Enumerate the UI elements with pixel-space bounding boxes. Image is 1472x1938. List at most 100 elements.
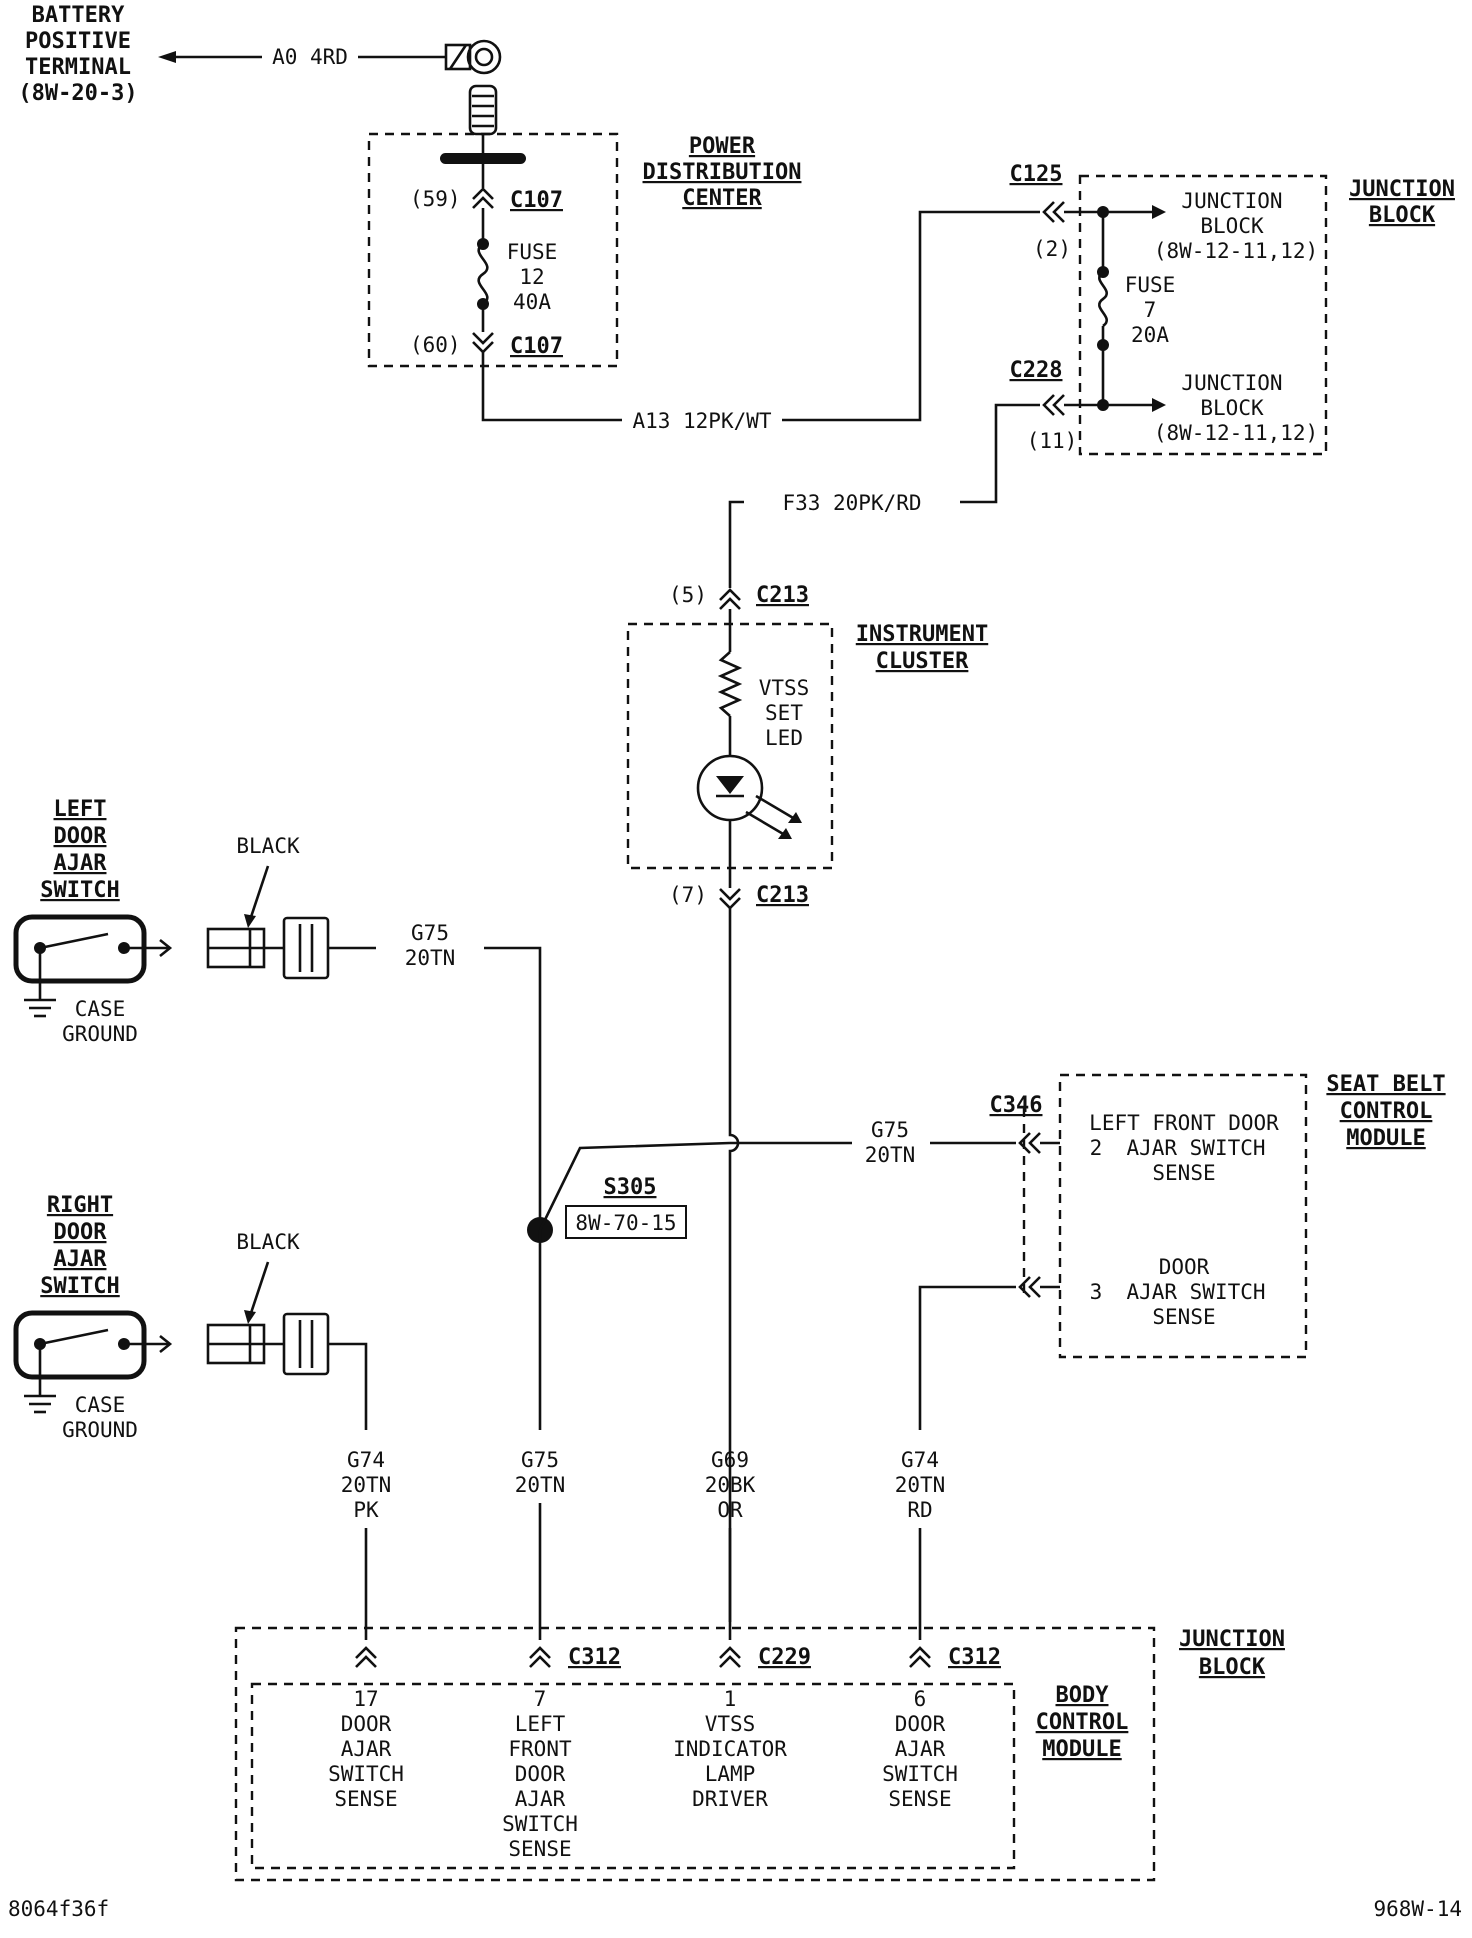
sbcm-pin2-line-3: SENSE	[1152, 1161, 1215, 1185]
g75-seatbelt-label-1: G75	[871, 1118, 909, 1142]
right-connector-color-label: BLACK	[236, 1230, 300, 1254]
bcm-pin1-text: 1 VTSS INDICATOR LAMP DRIVER	[673, 1687, 787, 1811]
fuse7-icon	[1098, 270, 1108, 328]
jb-bottom-title-1: JUNCTION	[1179, 1627, 1285, 1652]
wire-f33-right	[960, 403, 1040, 504]
g74-rd-label-1: G74	[901, 1448, 939, 1472]
left-door-ajar-switch-title: LEFT DOOR AJAR SWITCH	[40, 797, 119, 903]
g74-pk-label-3: PK	[353, 1498, 379, 1522]
left-g75-label-2: 20TN	[405, 946, 456, 970]
pdc-title-line-2: DISTRIBUTION	[643, 160, 802, 185]
bcm-pin6-connector-icon	[909, 1646, 931, 1668]
bcm-title-2: CONTROL	[1036, 1710, 1129, 1735]
bcm-pin17-line-5: SENSE	[334, 1787, 397, 1811]
bcm-pin1-line-4: LAMP	[705, 1762, 756, 1786]
c228-pin-11: (11)	[1027, 429, 1078, 453]
bcm-title-3: MODULE	[1042, 1737, 1121, 1762]
bcm-pin17-line-1: 17	[353, 1687, 378, 1711]
bcm-pin7-line-1: 7	[534, 1687, 547, 1711]
resistor-icon	[717, 651, 743, 717]
jb-top-upper-ref-1: JUNCTION	[1181, 189, 1282, 213]
jb-top-node-lower	[1097, 399, 1109, 411]
bcm-pin6-text: 6 DOOR AJAR SWITCH SENSE	[882, 1687, 958, 1811]
c346-pin3-connector-icon	[1018, 1276, 1041, 1298]
right-door-ajar-switch-icon	[13, 1310, 173, 1380]
seat-belt-module-title: SEAT BELT CONTROL MODULE	[1326, 1072, 1445, 1151]
jb-top-lower-ref-2: BLOCK	[1200, 396, 1264, 420]
c107-bottom-label: C107	[510, 334, 563, 359]
bcm-pin7-text: 7 LEFT FRONT DOOR AJAR SWITCH SENSE	[502, 1687, 578, 1861]
right-connector-pointer-arrow-icon	[244, 1310, 256, 1324]
fuse12-label-1: FUSE	[507, 240, 558, 264]
wire-f33-left	[728, 500, 744, 588]
bcm-pin17-text: 17 DOOR AJAR SWITCH SENSE	[328, 1687, 404, 1811]
bcm-pin6-line-2: DOOR	[895, 1712, 946, 1736]
splice-ref-box	[565, 1205, 687, 1239]
c346-label: C346	[990, 1093, 1043, 1118]
sbcm-pin2-number: 2	[1090, 1136, 1103, 1160]
bcm-pin17-connector-icon	[355, 1646, 377, 1668]
jb-top-upper-ref-2: BLOCK	[1200, 214, 1264, 238]
right-connector-icon	[206, 1312, 330, 1376]
g74-rd-label-2: 20TN	[895, 1473, 946, 1497]
led-label-2: SET	[765, 701, 803, 725]
sbcm-pin3-line-3: SENSE	[1152, 1305, 1215, 1329]
ring-terminal-icon	[444, 39, 502, 75]
fuse12-label-3: 40A	[513, 290, 551, 314]
left-switch-title-2: DOOR	[54, 824, 108, 849]
c228-connector-icon	[1042, 394, 1065, 416]
left-g75-wire	[484, 946, 542, 1230]
wire-f33-label: F33 20PK/RD	[782, 491, 921, 515]
left-g75-label-1: G75	[411, 921, 449, 945]
battery-title-line-4: (8W-20-3)	[18, 81, 137, 106]
g69-label-3: OR	[717, 1498, 743, 1522]
junction-block-bottom-title: JUNCTION BLOCK	[1179, 1627, 1285, 1680]
cluster-pin-7: (7)	[669, 883, 707, 907]
bcm-pin17-line-3: AJAR	[341, 1737, 392, 1761]
pdc-title-line-1: POWER	[689, 134, 756, 159]
right-switch-title-4: SWITCH	[40, 1274, 119, 1299]
bus-bar-icon	[440, 153, 526, 164]
g74-pk-label-2: 20TN	[341, 1473, 392, 1497]
sbcm-pin3-number: 3	[1090, 1280, 1103, 1304]
c213-top-connector-icon	[719, 588, 741, 610]
c213-top-label: C213	[756, 583, 809, 608]
bcm-title: BODY CONTROL MODULE	[1036, 1683, 1129, 1762]
jb-top-arrow-lower-icon	[1152, 398, 1166, 412]
led-icon	[696, 754, 802, 840]
bcm-pin7-line-5: AJAR	[515, 1787, 566, 1811]
bcm-pin17-line-4: SWITCH	[328, 1762, 404, 1786]
pdc-title: POWER DISTRIBUTION CENTER	[643, 134, 802, 211]
bcm-pin7-line-2: LEFT	[515, 1712, 566, 1736]
cluster-pin-5: (5)	[669, 583, 707, 607]
jb-top-upper-ref-3: (8W-12-11,12)	[1154, 239, 1318, 263]
bcm-pin6-line-3: AJAR	[895, 1737, 946, 1761]
c107-top-connector-icon	[472, 187, 494, 209]
jb-top-arrow-upper-icon	[1152, 205, 1166, 219]
c125-connector-icon	[1042, 201, 1065, 223]
right-switch-title-3: AJAR	[54, 1247, 108, 1272]
g75-bottom-label-1: G75	[521, 1448, 559, 1472]
pdc-box	[367, 132, 619, 368]
wire-a13-left	[481, 352, 622, 422]
battery-title-line-1: BATTERY	[32, 3, 125, 28]
bcm-pin1-line-2: VTSS	[705, 1712, 756, 1736]
sbcm-pin2-line-1: LEFT FRONT DOOR	[1089, 1111, 1279, 1135]
stud-bolt-icon	[468, 84, 498, 136]
left-door-ajar-switch-icon	[13, 914, 173, 984]
pdc-title-line-3: CENTER	[682, 186, 762, 211]
c213-bottom-connector-icon	[719, 888, 741, 910]
sbcm-pin3-line-2: AJAR SWITCH	[1126, 1280, 1265, 1304]
left-connector-color-label: BLACK	[236, 834, 300, 858]
bcm-pin7-line-4: DOOR	[515, 1762, 566, 1786]
c213-bottom-label: C213	[756, 883, 809, 908]
wire-a13-right	[782, 210, 1040, 422]
left-connector-pointer-arrow-icon	[244, 914, 256, 928]
battery-title-line-3: TERMINAL	[25, 55, 131, 80]
bcm-pin7-connector-icon	[529, 1646, 551, 1668]
g74-rd-label-3: RD	[907, 1498, 932, 1522]
junction-block-bottom-box	[234, 1626, 1156, 1882]
bcm-pin1-line-1: 1	[724, 1687, 737, 1711]
led-label-1: VTSS	[759, 676, 810, 700]
